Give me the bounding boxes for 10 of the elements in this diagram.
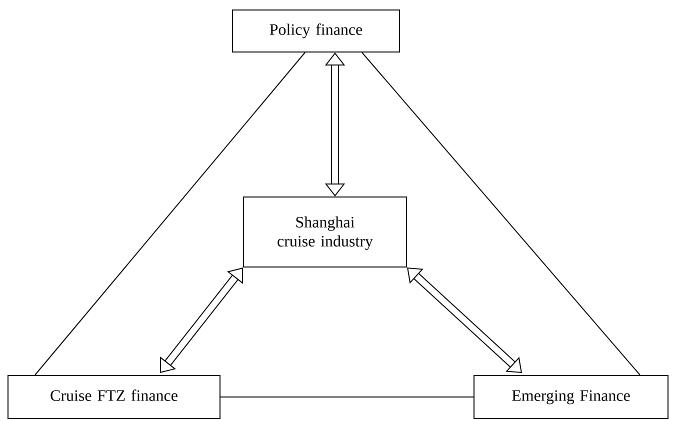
finance-box: Emerging Finance bbox=[474, 375, 668, 419]
double-arrow bbox=[324, 52, 346, 196]
finance-box: Shanghai cruise industry bbox=[243, 196, 407, 268]
double-arrow bbox=[160, 268, 243, 373]
connector-line bbox=[34, 52, 306, 376]
double-arrow bbox=[407, 268, 522, 373]
connector-line bbox=[362, 52, 640, 376]
finance-box: Cruise FTZ finance bbox=[8, 375, 220, 419]
finance-box: Policy finance bbox=[232, 10, 400, 52]
connector-line bbox=[220, 396, 474, 398]
